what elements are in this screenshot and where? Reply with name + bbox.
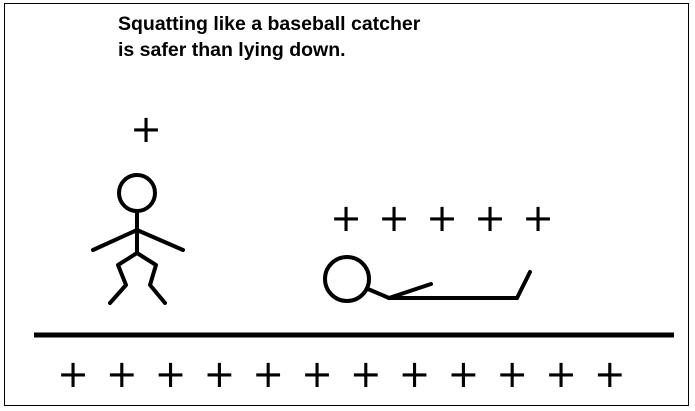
squatter-plus-mark: + xyxy=(130,107,162,151)
squatting-stick-figure-icon xyxy=(93,175,183,303)
squatter-left-arm xyxy=(93,230,137,250)
lying-torso xyxy=(368,289,389,298)
lying-feet xyxy=(517,272,530,298)
ground-plus-mark: + xyxy=(350,352,382,396)
lying-plus-mark: + xyxy=(522,196,554,240)
lying-plus-mark: + xyxy=(330,196,362,240)
ground-plus-mark: + xyxy=(106,352,138,396)
ground-plus-mark: + xyxy=(545,352,577,396)
lying-head xyxy=(325,257,369,301)
lying-arm xyxy=(389,284,431,298)
ground-plus-mark: + xyxy=(399,352,431,396)
ground-plus-mark: + xyxy=(594,352,626,396)
ground-plus-mark: + xyxy=(252,352,284,396)
squatter-right-leg xyxy=(137,253,165,303)
lying-plus-mark: + xyxy=(378,196,410,240)
lying-plus-mark: + xyxy=(474,196,506,240)
ground-plus-mark: + xyxy=(447,352,479,396)
squatter-head xyxy=(119,175,155,211)
ground-plus-mark: + xyxy=(155,352,187,396)
ground-plus-mark: + xyxy=(57,352,89,396)
lying-plus-mark: + xyxy=(426,196,458,240)
ground-plus-mark: + xyxy=(203,352,235,396)
lying-stick-figure-icon xyxy=(325,257,530,301)
ground-plus-mark: + xyxy=(301,352,333,396)
plus-marks: + + + + + + + + + + + + + + + + + + xyxy=(57,107,626,396)
squatter-right-arm xyxy=(137,230,183,250)
ground-plus-mark: + xyxy=(496,352,528,396)
squatter-left-leg xyxy=(110,253,137,303)
